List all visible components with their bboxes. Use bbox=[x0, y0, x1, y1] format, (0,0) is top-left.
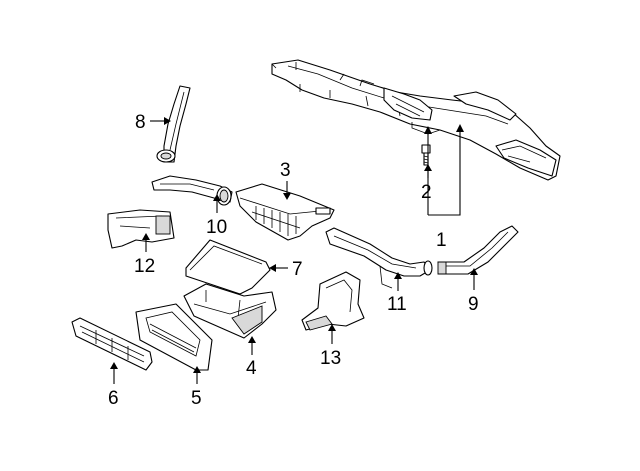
part-1-main-duct bbox=[271, 59, 561, 181]
leader-arrow-5 bbox=[193, 366, 201, 373]
leader-arrow-4 bbox=[248, 336, 256, 343]
callout-5: 5 bbox=[191, 388, 202, 409]
part-5-grille bbox=[135, 303, 213, 371]
callout-6: 6 bbox=[108, 388, 119, 409]
part-3-vent-housing bbox=[235, 183, 335, 241]
part-4-tray bbox=[183, 283, 277, 339]
callout-10: 10 bbox=[206, 217, 227, 238]
callout-2: 2 bbox=[421, 182, 432, 203]
leader-arrow-10 bbox=[213, 194, 221, 201]
callout-12: 12 bbox=[134, 256, 155, 277]
part-6-grille bbox=[71, 317, 153, 371]
leader-arrow-1b bbox=[424, 126, 432, 134]
part-12-elbow bbox=[107, 209, 175, 249]
part-7-pad bbox=[185, 239, 271, 295]
callout-4: 4 bbox=[246, 358, 257, 379]
leader-lines bbox=[110, 117, 478, 384]
leader-arrow-11 bbox=[394, 272, 402, 279]
callout-1: 1 bbox=[436, 230, 447, 251]
leader-arrow-8 bbox=[164, 117, 171, 125]
leader-arrow-1 bbox=[456, 124, 464, 132]
leader-arrow-2 bbox=[424, 164, 432, 171]
leader-arrow-12 bbox=[142, 233, 150, 240]
leader-arrow-6 bbox=[110, 362, 118, 369]
callout-13: 13 bbox=[320, 348, 341, 369]
part-2-bolt bbox=[421, 144, 431, 166]
callout-3: 3 bbox=[280, 160, 291, 181]
part-8-duct bbox=[156, 85, 191, 163]
part-13-duct bbox=[301, 271, 365, 331]
leader-arrow-9 bbox=[470, 268, 478, 275]
leader-arrow-7 bbox=[269, 264, 276, 272]
part-10-duct bbox=[151, 175, 233, 206]
callout-9: 9 bbox=[468, 294, 479, 315]
leader-arrow-3 bbox=[283, 193, 291, 200]
callout-labels: 1 2 3 4 5 6 7 8 9 10 11 12 13 bbox=[108, 112, 479, 409]
part-11-duct bbox=[325, 227, 433, 289]
callout-7: 7 bbox=[292, 259, 303, 280]
leader-arrow-13 bbox=[328, 324, 336, 331]
part-9-duct bbox=[437, 225, 519, 275]
callout-11: 11 bbox=[387, 294, 407, 315]
callout-8: 8 bbox=[135, 112, 146, 133]
